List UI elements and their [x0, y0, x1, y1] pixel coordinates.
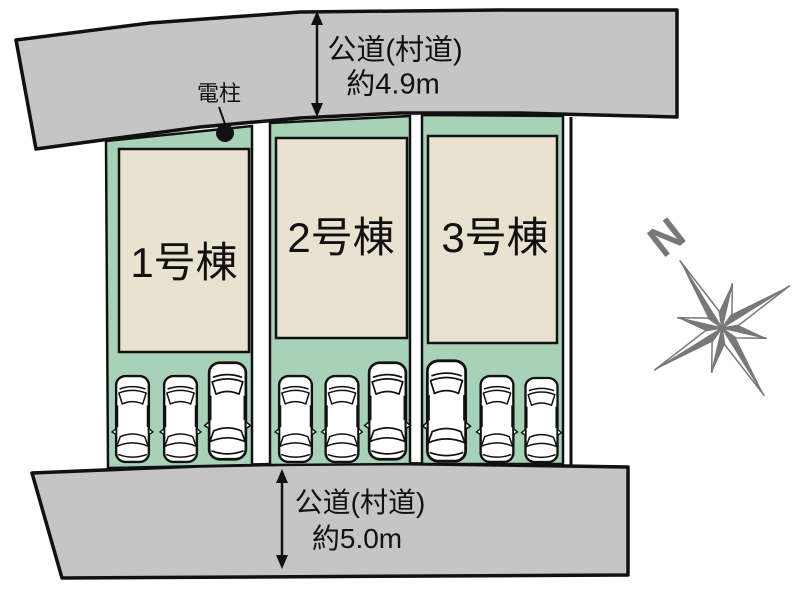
car-icon	[158, 374, 203, 464]
road-bottom	[30, 461, 630, 580]
car-icon	[520, 376, 563, 464]
car-icon	[203, 361, 252, 461]
car-icon	[320, 374, 364, 464]
road-top	[14, 8, 679, 151]
dimension-arrow-bottom	[276, 469, 288, 569]
utility-pole-label: 電柱	[196, 81, 242, 106]
top-road-width: 約4.9m	[346, 68, 440, 101]
compass-rose-icon	[653, 259, 791, 397]
dimension-arrow-top	[311, 11, 323, 117]
car-icon	[110, 374, 155, 464]
bottom-road-name: 公道(村道)	[294, 487, 426, 518]
building-2-label: 2号棟	[287, 214, 395, 261]
car-icon	[273, 374, 318, 464]
car-icon	[475, 374, 519, 464]
building-1-label: 1号棟	[130, 239, 238, 286]
car-icon	[421, 359, 472, 463]
bottom-road-width: 約5.0m	[311, 523, 403, 554]
building-1	[117, 147, 251, 354]
utility-pole-icon	[216, 106, 234, 142]
building-3-label: 3号棟	[441, 214, 549, 261]
top-road-name: 公道(村道)	[327, 34, 463, 67]
building-2	[274, 136, 409, 340]
car-icon	[363, 361, 412, 461]
building-3	[426, 134, 559, 345]
